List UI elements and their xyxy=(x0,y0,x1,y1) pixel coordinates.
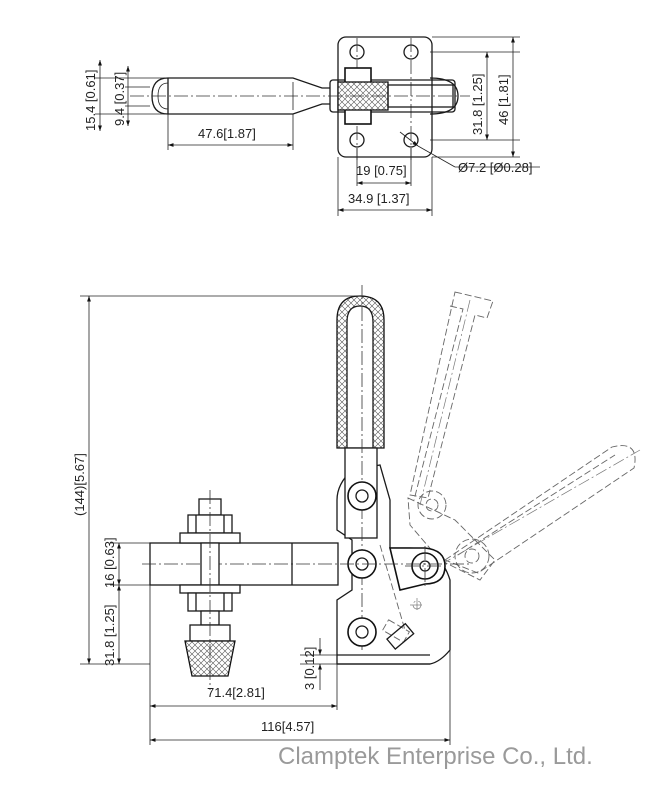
dim-144: (144)[5.67] xyxy=(72,453,87,516)
phantom-open-positions xyxy=(379,291,641,643)
dim-71-4: 71.4[2.81] xyxy=(207,685,265,700)
top-view: 15.4 [0.61] 9.4 [0.37] 47.6[1.87] 31.8 [… xyxy=(83,36,540,216)
dim-16: 16 [0.63] xyxy=(102,537,117,588)
pivot-upper xyxy=(347,481,377,511)
dim-3: 3 [0.12] xyxy=(302,647,317,690)
dim-31-8-top: 31.8 [1.25] xyxy=(470,74,485,135)
spindle-rubber-tip xyxy=(184,640,236,677)
side-stop-pin xyxy=(386,622,415,650)
dim-34-9: 34.9 [1.37] xyxy=(348,191,409,206)
dim-31-8-side: 31.8 [1.25] xyxy=(102,605,117,666)
top-handle-upper xyxy=(168,77,330,89)
dim-15-4: 15.4 [0.61] xyxy=(83,70,98,131)
top-handle-grip-end xyxy=(151,77,169,115)
top-handle-lower xyxy=(168,103,330,115)
dim-46: 46 [1.81] xyxy=(496,74,511,125)
dim-19: 19 [0.75] xyxy=(356,163,407,178)
side-view: (144)[5.67] 16 [0.63] 31.8 [1.25] 3 [0.1… xyxy=(72,285,641,745)
dim-9-4: 9.4 [0.37] xyxy=(112,72,127,126)
spindle-assembly xyxy=(179,490,241,690)
dim-dia-7-2: Ø7.2 [Ø0.28] xyxy=(458,160,532,175)
pivot-lower xyxy=(347,617,377,647)
brand-name: Clamptek Enterprise Co., Ltd. xyxy=(278,743,593,770)
dim-116: 116[4.57] xyxy=(261,719,314,734)
top-bar-end xyxy=(429,77,459,115)
top-bar xyxy=(387,84,454,108)
dim-47-6: 47.6[1.87] xyxy=(198,126,256,141)
